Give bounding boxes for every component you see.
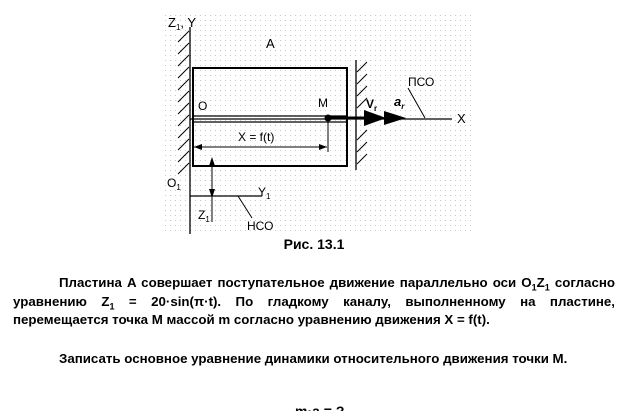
label-pso: ПСО [408,75,434,89]
z1-dim-arrow-down [209,189,215,198]
nso-leader [237,195,253,219]
label-a: A [266,36,275,51]
z1-dim-arrow-up [209,157,215,166]
problem-paragraph-2: Записать основное уравнение динамики отн… [59,351,568,366]
grid-background [164,12,472,234]
point-m [324,114,332,122]
label-z1-y: Z1, Y [168,15,196,32]
dim-arrow-left [194,144,202,150]
label-x-eq: X = f(t) [238,130,274,144]
figure-13-1: Z1, Y A O M Vr ar ПСО X X = f(t) O1 Y1 Z… [164,12,472,234]
ar-arrowhead [384,111,406,125]
problem-paragraph-1: Пластина A совершает поступательное движ… [13,275,616,328]
label-z1: Z1 [198,208,210,224]
pso-leader [407,87,426,119]
label-o1: O1 [167,176,181,192]
truncated-equation-line: m·a = ? [295,403,345,411]
label-m: M [318,96,328,110]
label-o: O [198,99,207,113]
dim-arrow-right [319,144,327,150]
label-vr: Vr [366,97,377,113]
left-wall-hatch [177,30,190,175]
label-y1: Y1 [258,185,271,201]
figure-caption: Рис. 13.1 [283,236,345,252]
label-ar: ar [394,94,405,111]
label-x-axis: X [457,111,466,126]
right-wall-hatch [356,61,368,165]
vr-arrowhead [364,110,386,126]
label-nso: НСО [247,219,273,233]
